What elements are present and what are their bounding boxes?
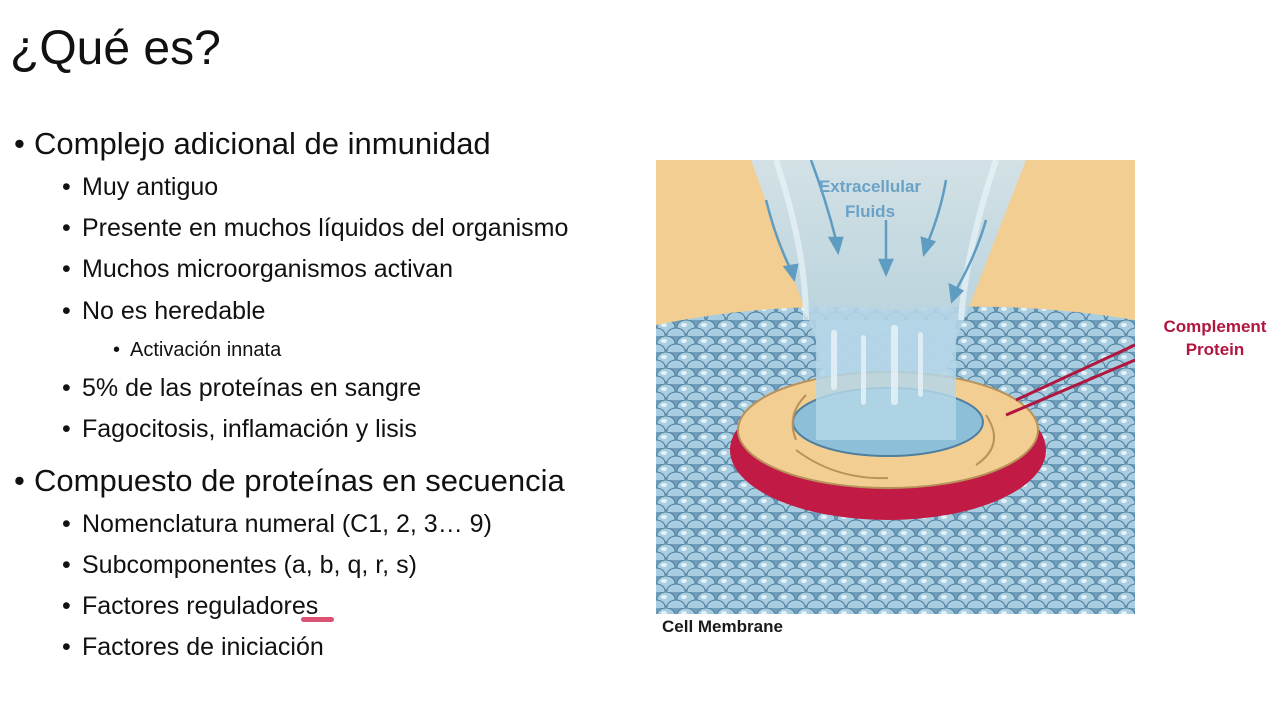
bullet-complejo-adicional: Complejo adicional de inmunidad (14, 126, 491, 162)
fluids-label-line2: Fluids (844, 202, 896, 221)
cell-membrane-label: Cell Membrane (662, 617, 783, 636)
bullet-list: Complejo adicional de inmunidad Muy anti… (0, 0, 660, 720)
bullet-fagocitosis: Fagocitosis, inflamación y lisis (62, 414, 417, 444)
bullet-microorganismos: Muchos microorganismos activan (62, 254, 453, 284)
bullet-presente-liquidos: Presente en muchos líquidos del organism… (62, 213, 568, 243)
slide-title: ¿Qué es? (10, 22, 221, 75)
bullet-muy-antiguo: Muy antiguo (62, 172, 218, 202)
complement-label-line1: Complement (1163, 317, 1267, 336)
complement-protein-label: Complement Protein (1150, 315, 1280, 361)
bullet-subcomponentes: Subcomponentes (a, b, q, r, s) (62, 550, 417, 580)
complement-label-line2: Protein (1185, 340, 1245, 359)
complement-pore-illustration (656, 160, 1135, 614)
bullet-factores-reguladores: Factores reguladores (62, 591, 318, 621)
bullet-nomenclatura: Nomenclatura numeral (C1, 2, 3… 9) (62, 509, 492, 539)
extracellular-fluids-label: Extracellular Fluids (810, 174, 930, 224)
fluids-label-line1: Extracellular (818, 177, 922, 196)
bullet-factores-iniciacion: Factores de iniciación (62, 632, 324, 662)
bullet-proteinas-sangre: 5% de las proteínas en sangre (62, 373, 421, 403)
bullet-compuesto-proteinas: Compuesto de proteínas en secuencia (14, 463, 565, 499)
pen-annotation-mark (301, 617, 334, 622)
bullet-activacion-innata: Activación innata (113, 338, 281, 362)
bullet-no-heredable: No es heredable (62, 296, 266, 326)
